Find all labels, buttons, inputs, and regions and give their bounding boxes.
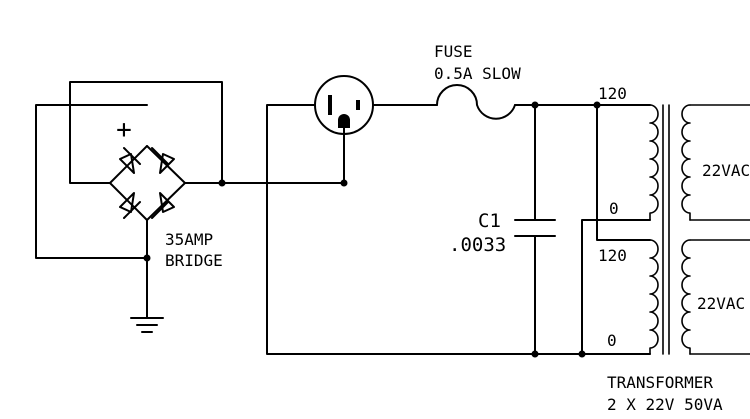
wires <box>35 81 651 355</box>
fuse-icon <box>436 84 516 120</box>
primary1-top-tap-label: 120 <box>598 84 627 103</box>
fuse-label: FUSE <box>434 42 473 61</box>
wire-bridge-bottom-to-ground <box>35 104 148 259</box>
bridge-type-label: BRIDGE <box>165 251 223 270</box>
diode-icon <box>109 182 148 221</box>
junction-dot <box>578 350 586 358</box>
transformer-symbol <box>649 104 750 355</box>
wire-bridge-left-loop <box>69 81 223 184</box>
primary-coil-2 <box>649 239 659 355</box>
secondary-coil-2 <box>681 239 691 355</box>
ground-icon <box>130 317 164 333</box>
diode-icon <box>109 145 148 184</box>
wire-neutral-loop <box>266 104 583 355</box>
junction-dot <box>143 254 151 262</box>
junction-dot <box>531 101 539 109</box>
diode-icon <box>146 145 186 184</box>
junction-dot <box>593 101 601 109</box>
junction-dot <box>531 350 539 358</box>
primary1-bottom-tap-label: 0 <box>609 199 619 218</box>
transformer-rating-label: 2 X 22V 50VA <box>607 395 723 414</box>
bridge-rectifier: + 35AMP BRIDGE <box>109 115 223 270</box>
bridge-rating-label: 35AMP <box>165 230 213 249</box>
primary2-top-tap-label: 120 <box>598 246 627 265</box>
bridge-plus-sign: + <box>116 115 132 145</box>
wire-primary1-bottom <box>581 219 651 355</box>
transformer-name-label: TRANSFORMER <box>607 373 713 392</box>
fuse-rating-label: 0.5A SLOW <box>434 64 521 83</box>
diode-icon <box>146 182 186 221</box>
primary-coil-1 <box>649 104 659 221</box>
ac-outlet-icon <box>314 75 374 135</box>
junction-dot <box>218 179 226 187</box>
secondary2-label: 22VAC <box>697 294 745 313</box>
wire-primary1-top <box>596 104 651 241</box>
secondary-coil-1 <box>681 104 691 221</box>
capacitor-icon <box>514 219 556 237</box>
primary2-bottom-tap-label: 0 <box>607 331 617 350</box>
capacitor-value-label: .0033 <box>449 234 506 256</box>
capacitor-ref-label: C1 <box>478 210 501 232</box>
secondary1-label: 22VAC <box>702 161 750 180</box>
junctions <box>143 101 601 358</box>
junction-dot <box>340 179 348 187</box>
